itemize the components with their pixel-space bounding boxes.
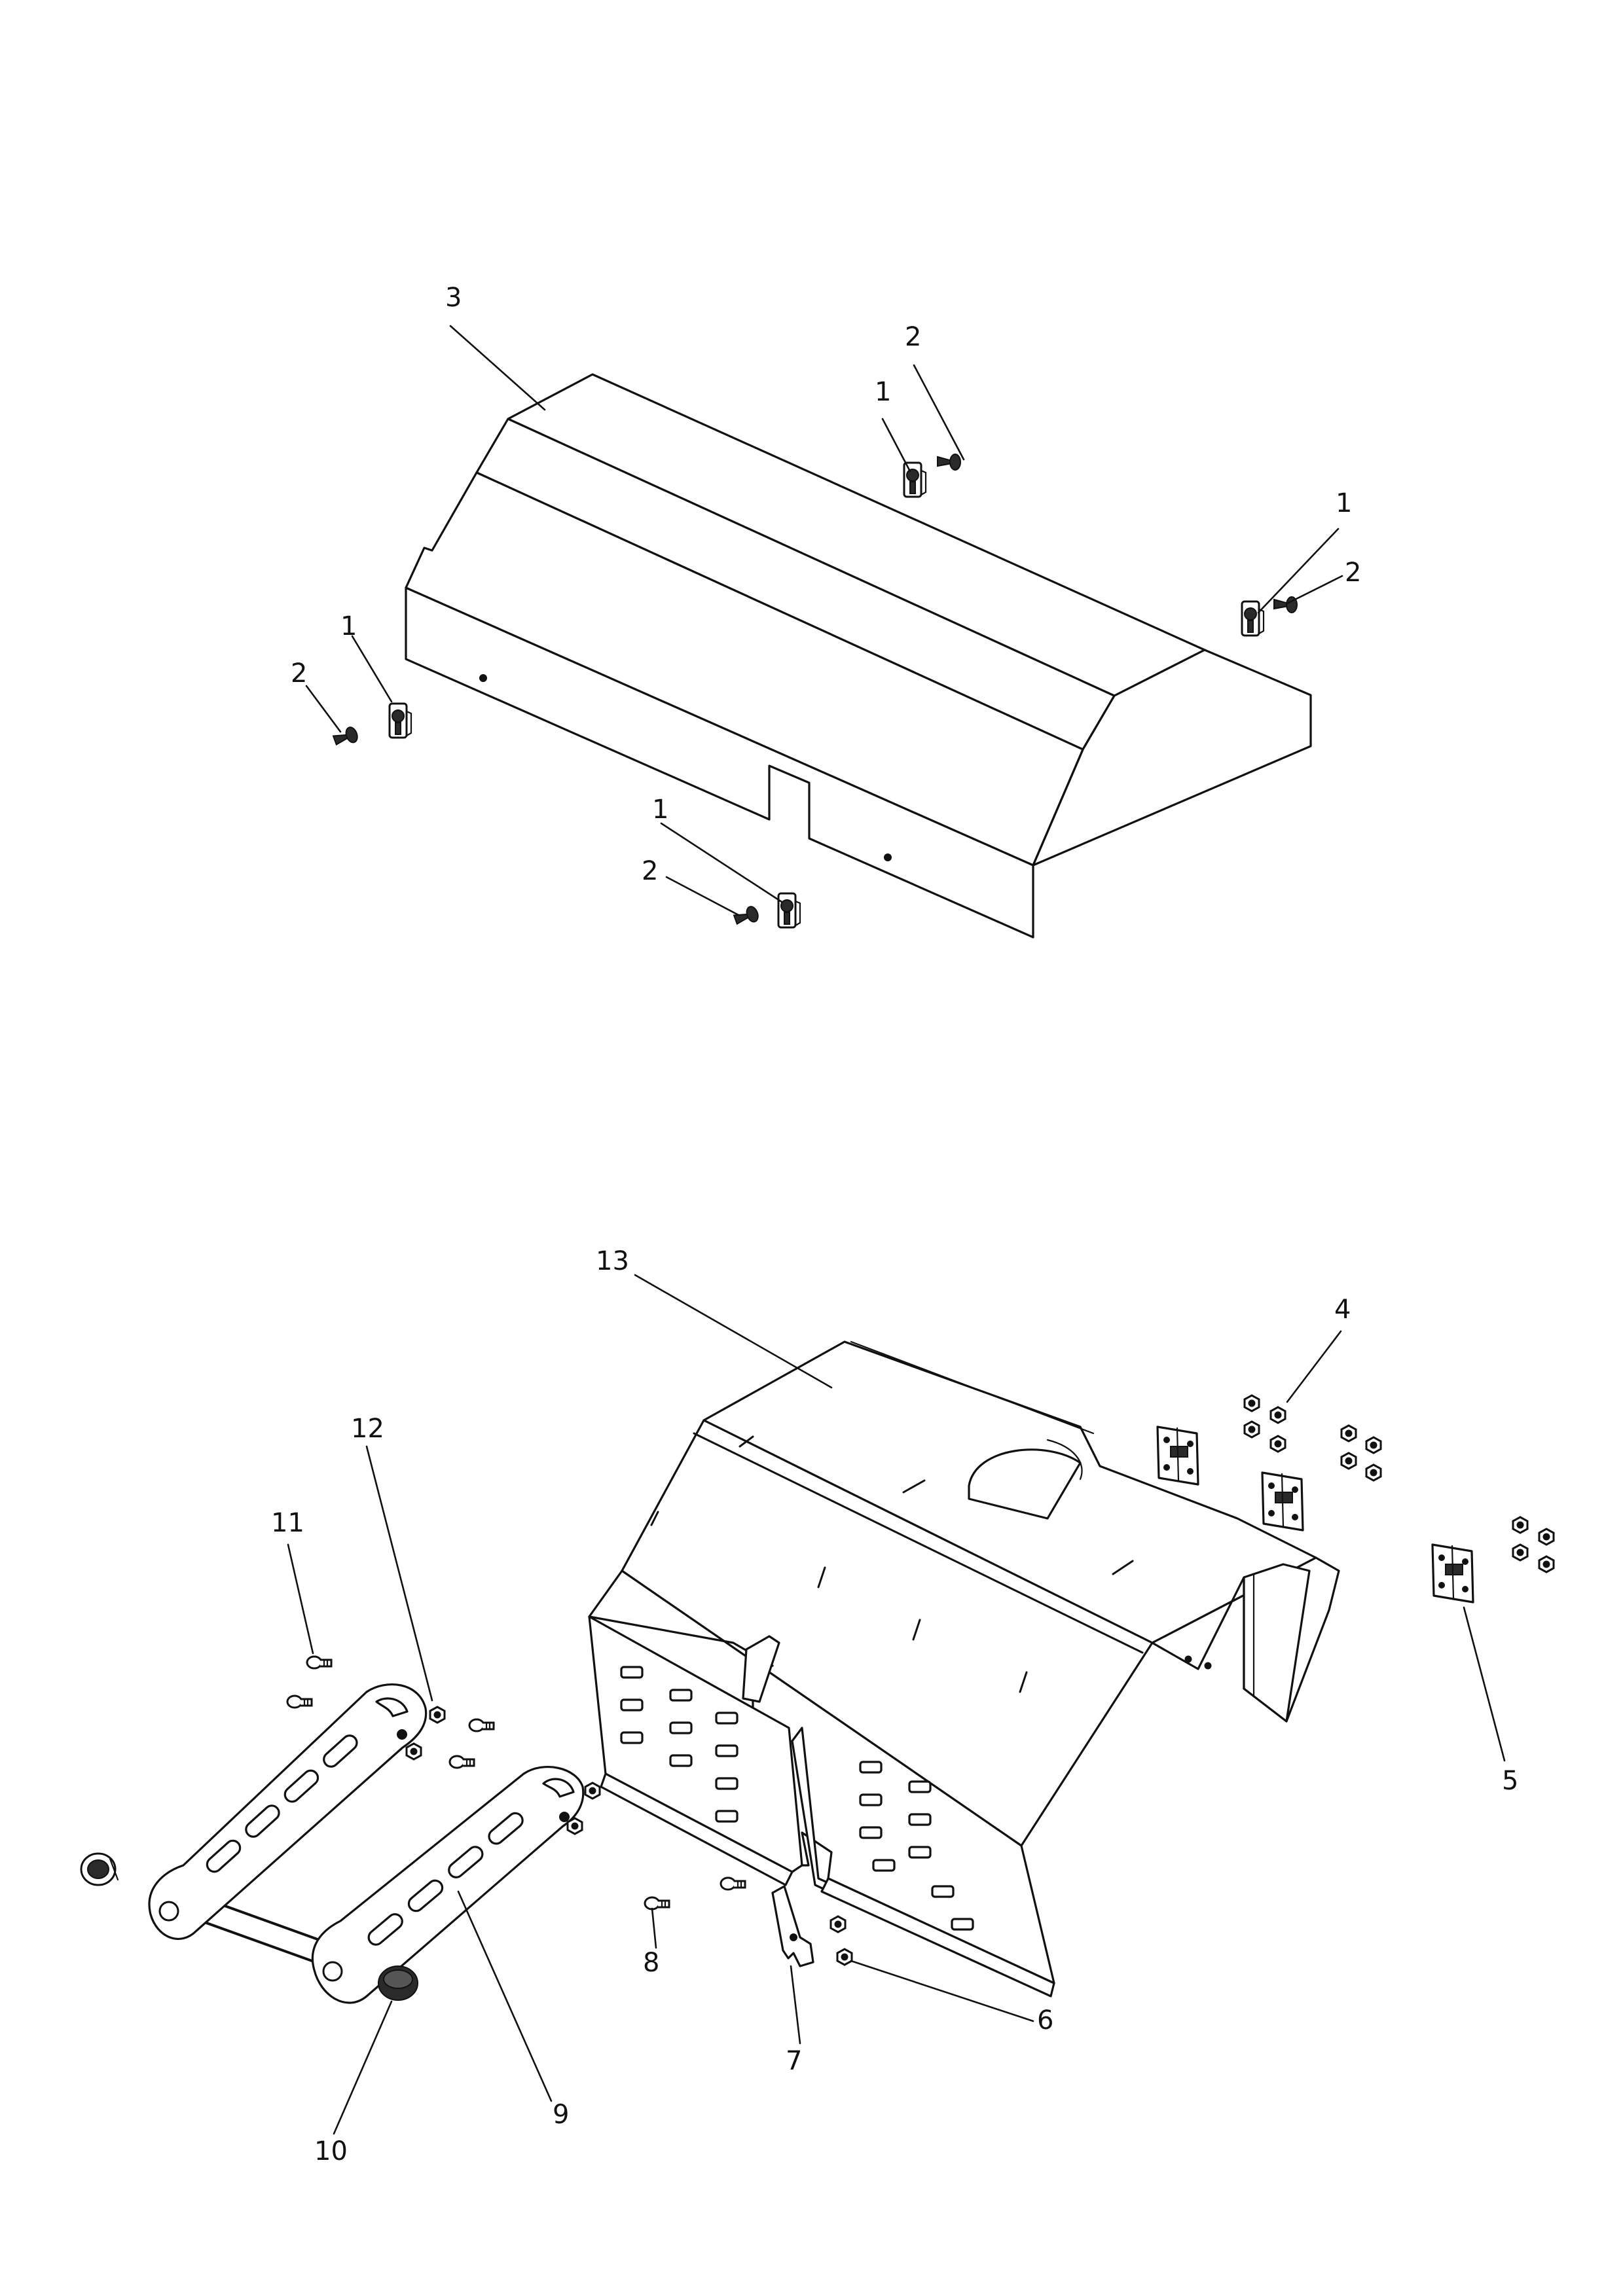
- end-cap-icon: [80, 1852, 119, 1886]
- callout-12: 12: [351, 1414, 384, 1444]
- lower-guard-assembly: 13 4 12 11 5 8 6 7 9 10: [80, 1246, 1555, 2166]
- hinge-icon: [1156, 1426, 1199, 1486]
- bolt-icon: [286, 1695, 313, 1709]
- nut-icon: [1512, 1543, 1529, 1562]
- upper-cover-assembly: 3 2 1 1 2 1 2 1 2: [291, 283, 1361, 939]
- nut-icon: [1365, 1463, 1382, 1482]
- nut-icon: [1538, 1528, 1555, 1546]
- latch-screw-icon: [331, 725, 360, 749]
- callout-1: 1: [875, 377, 891, 407]
- vent-slot-icon: [951, 1918, 974, 1931]
- vent-slot-icon: [908, 1780, 932, 1793]
- callout-8: 8: [643, 1948, 659, 1978]
- nut-icon: [566, 1817, 583, 1835]
- nut-icon: [830, 1915, 847, 1933]
- vent-slot-icon: [669, 1689, 693, 1702]
- callout-2: 2: [1345, 558, 1361, 588]
- vent-slot-icon: [669, 1721, 693, 1734]
- vent-slot-icon: [872, 1859, 896, 1872]
- end-cap-icon: [378, 1965, 418, 2001]
- vent-slot-icon: [715, 1744, 739, 1757]
- hinge-icon: [1431, 1543, 1474, 1604]
- callout-2: 2: [291, 658, 307, 689]
- latch-screw-icon: [1273, 596, 1298, 613]
- hinge-icon: [1261, 1471, 1304, 1532]
- vent-slot-icon: [669, 1754, 693, 1767]
- latch-clip-icon: [388, 702, 412, 739]
- callout-1: 1: [652, 795, 668, 825]
- bolt-icon: [306, 1655, 333, 1670]
- vent-slot-icon: [715, 1810, 739, 1823]
- vent-slot-icon: [859, 1761, 883, 1774]
- nut-icon: [1512, 1516, 1529, 1534]
- bolt-icon: [468, 1718, 495, 1732]
- vent-slot-icon: [859, 1793, 883, 1806]
- nut-icon: [1538, 1555, 1555, 1573]
- callout-11: 11: [271, 1508, 304, 1538]
- latch-bracket-part-7: [771, 1885, 814, 1967]
- callout-1: 1: [340, 611, 357, 641]
- nut-icon: [429, 1706, 446, 1724]
- nut-icon: [584, 1782, 601, 1800]
- latch-screw-icon: [732, 904, 761, 929]
- vent-slot-icon: [908, 1813, 932, 1826]
- top-cover-part-3: [405, 373, 1312, 939]
- latch-clip-icon: [1241, 600, 1265, 637]
- nut-icon: [1269, 1435, 1286, 1453]
- vent-slot-icon: [908, 1846, 932, 1859]
- vent-slot-icon: [620, 1731, 644, 1744]
- vent-slot-icon: [859, 1826, 883, 1839]
- guard-housing-part-13: [588, 1340, 1340, 1998]
- nut-icon: [1340, 1452, 1357, 1470]
- callout-3: 3: [445, 283, 462, 313]
- callout-2: 2: [905, 322, 921, 352]
- latch-clip-icon: [777, 892, 801, 929]
- callout-10: 10: [314, 2136, 348, 2166]
- latch-screw-icon: [937, 454, 961, 471]
- vent-slot-icon: [620, 1666, 644, 1679]
- nut-icon: [836, 1948, 853, 1966]
- nut-icon: [1243, 1394, 1260, 1412]
- callout-9: 9: [553, 2100, 569, 2130]
- callout-7: 7: [786, 2046, 802, 2076]
- bolt-icon: [448, 1755, 475, 1769]
- bolt-icon: [644, 1896, 670, 1910]
- nut-icon: [1365, 1436, 1382, 1454]
- vent-slot-icon: [931, 1885, 955, 1898]
- nut-icon: [1243, 1420, 1260, 1439]
- link-arm-assembly-part-9: [148, 1683, 585, 2004]
- callout-4: 4: [1334, 1295, 1351, 1325]
- vent-slot-icon: [715, 1712, 739, 1725]
- callout-2: 2: [642, 856, 658, 886]
- callout-6: 6: [1037, 2005, 1053, 2036]
- nut-icon: [1269, 1406, 1286, 1424]
- callout-5: 5: [1502, 1766, 1518, 1796]
- callout-13: 13: [596, 1246, 629, 1276]
- vent-slot-icon: [715, 1777, 739, 1790]
- nut-icon: [405, 1742, 422, 1761]
- vent-slot-icon: [620, 1698, 644, 1712]
- callout-1: 1: [1336, 488, 1352, 518]
- bolt-icon: [720, 1876, 746, 1891]
- nut-icon: [1340, 1424, 1357, 1443]
